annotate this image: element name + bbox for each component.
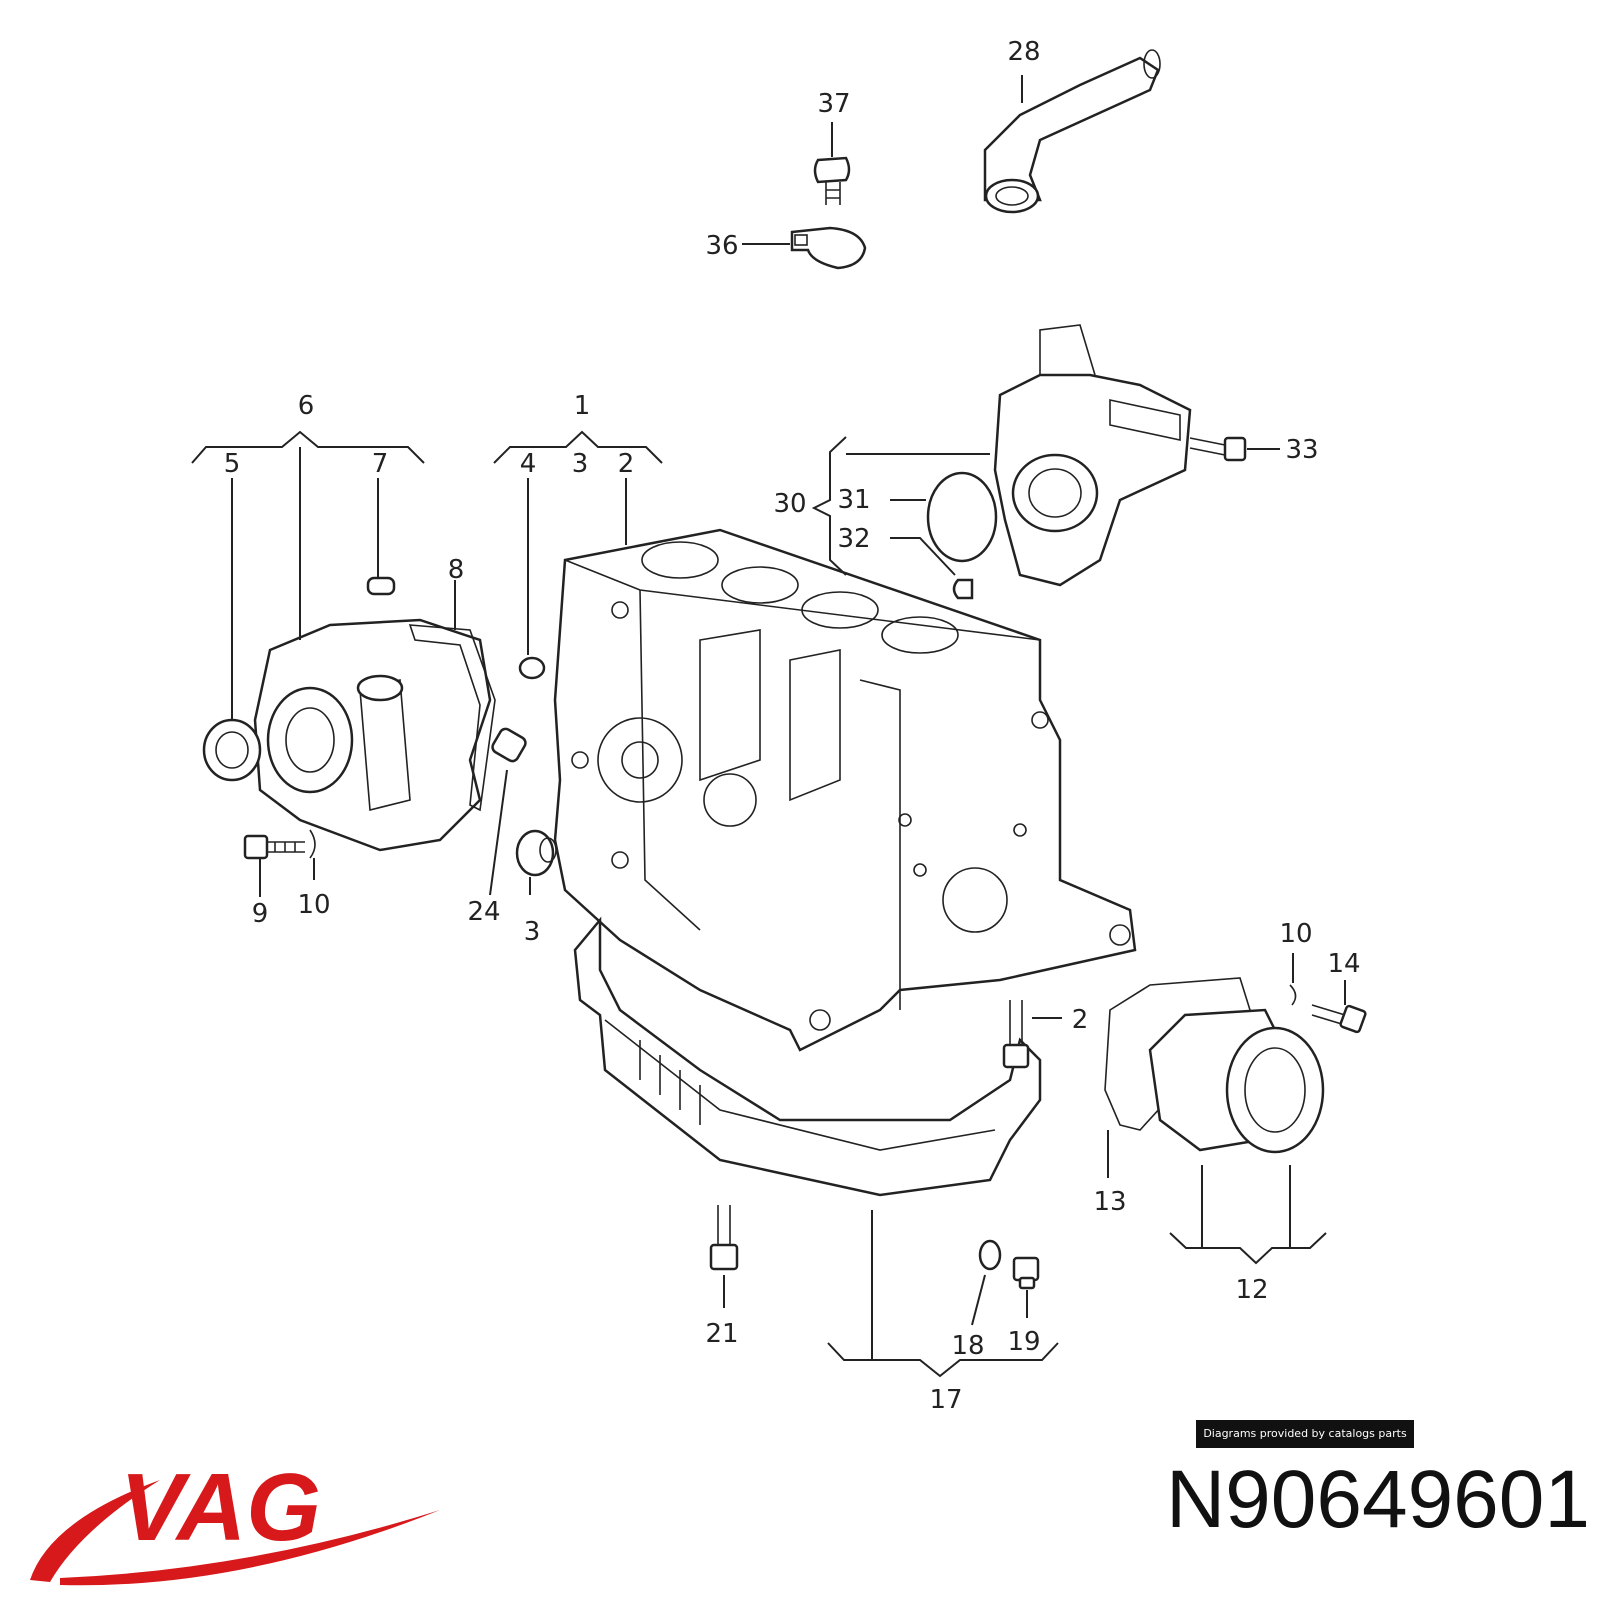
label-14: 14	[1327, 949, 1360, 979]
drain-plug-19	[1012, 1256, 1040, 1290]
label-1: 1	[574, 391, 591, 421]
diagram-credit-banner: Diagrams provided by catalogs parts	[1196, 1420, 1414, 1448]
sensor-bolt	[813, 156, 851, 205]
label-12: 12	[1235, 1275, 1268, 1305]
logo-underline-arc	[60, 1510, 440, 1586]
label-6: 6	[298, 391, 315, 421]
label-10-left: 10	[297, 890, 330, 920]
sealing-cap-3	[515, 829, 557, 877]
label-33: 33	[1285, 435, 1318, 465]
engine-block	[553, 528, 1137, 1052]
label-28: 28	[1007, 37, 1040, 67]
flange-bolt	[1311, 1004, 1367, 1034]
label-18: 18	[951, 1331, 984, 1361]
label-3-bottom: 3	[524, 917, 541, 947]
drain-bolt-21	[709, 1205, 739, 1271]
oil-pan	[573, 916, 1042, 1197]
label-24: 24	[467, 897, 500, 927]
washer-18	[978, 1239, 1002, 1271]
sleeve-24	[491, 727, 527, 763]
plug-4	[518, 656, 546, 680]
oil-pump-housing	[253, 618, 492, 852]
spring-washer	[1289, 984, 1297, 1006]
vag-logo: VAG	[30, 1454, 440, 1586]
pump-bolt	[243, 829, 316, 860]
label-37: 37	[817, 89, 850, 119]
logo-swoosh	[30, 1480, 160, 1582]
block-bolt	[1002, 1000, 1030, 1069]
leader-lines	[191, 75, 1346, 1378]
part-number: N90649601	[1165, 1454, 1590, 1545]
label-9: 9	[252, 899, 269, 929]
label-2-bolt: 2	[1072, 1005, 1089, 1035]
pump-gasket	[408, 624, 496, 812]
label-3-top: 3	[572, 449, 589, 479]
label-5: 5	[224, 449, 241, 479]
label-36: 36	[705, 231, 738, 261]
label-2-block: 2	[618, 449, 635, 479]
label-32: 32	[837, 524, 870, 554]
label-10-right: 10	[1279, 919, 1312, 949]
breather-hose	[983, 49, 1161, 214]
callout-labels: 1 2 3 4 6 5 7 8 9 10 24 3 2 10 14 13 12 …	[224, 37, 1361, 1415]
label-4: 4	[520, 449, 537, 479]
seal-32	[952, 578, 974, 600]
coolant-flange-housing	[993, 324, 1192, 587]
label-17: 17	[929, 1385, 962, 1415]
o-ring-31	[926, 471, 998, 563]
label-31: 31	[837, 485, 870, 515]
label-30: 30	[773, 489, 806, 519]
dowel-sleeve	[366, 576, 396, 596]
label-8: 8	[448, 555, 465, 585]
label-7: 7	[372, 449, 389, 479]
bolt-33	[1189, 436, 1247, 462]
shaft-seal	[202, 718, 262, 782]
label-19: 19	[1007, 1327, 1040, 1357]
label-21: 21	[705, 1319, 738, 1349]
label-13: 13	[1093, 1187, 1126, 1217]
rear-seal-flange	[1104, 977, 1325, 1154]
brand-wordmark: VAG	[120, 1454, 321, 1561]
knock-sensor	[790, 226, 867, 270]
